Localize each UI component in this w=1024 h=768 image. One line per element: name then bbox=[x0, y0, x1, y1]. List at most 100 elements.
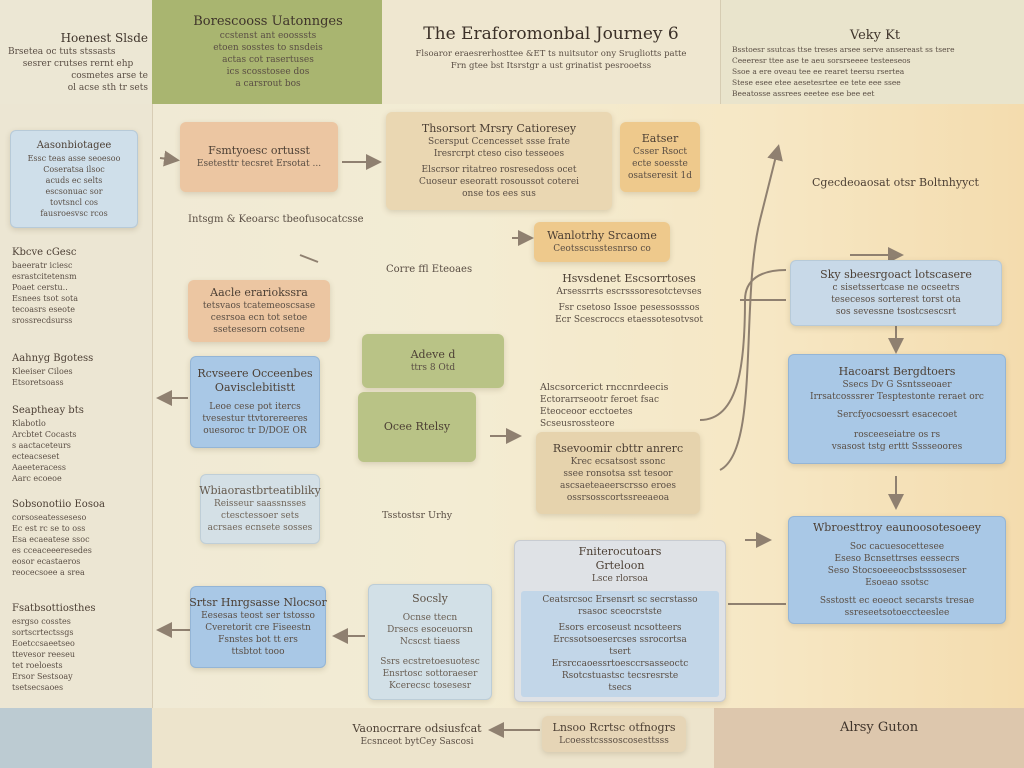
node-line: onse tos ees sus bbox=[462, 189, 536, 199]
node-line: tsert bbox=[609, 647, 631, 657]
label-cerer: Corre ffl Eteoaes bbox=[386, 264, 472, 276]
header-center-panel bbox=[382, 0, 720, 104]
left-block-line: Eoetccsaeetseo bbox=[12, 639, 75, 648]
left-block-line: Arcbtet Cocasts bbox=[12, 430, 77, 439]
node-title: Rcvseere Occeenbes bbox=[197, 367, 313, 380]
node-line: Ssecs Dv G Ssntsseoaer bbox=[842, 380, 952, 390]
left-block: Aahnyg Bgotess Kleeiser Ciloes Etsoretso… bbox=[12, 352, 140, 388]
label-alscor-line: Eteoceoor ecctoetes bbox=[540, 407, 633, 417]
node-line: vsasost tstg erttt Sssseoores bbox=[831, 442, 963, 452]
label-cgocrd-text: Cgecdeoaosat otsr Boltnhyyct bbox=[812, 176, 979, 189]
left-block: Kbcve cGesc baeeratr iciesc esrastcitete… bbox=[12, 246, 140, 326]
header-left-block: Hoenest Slsde Brsetea oc tuts stssasts s… bbox=[8, 30, 148, 94]
node-line: Irrsatcosssrer Tesptestonte reraet orc bbox=[810, 392, 984, 402]
node-title: Fniterocutoars bbox=[578, 545, 662, 558]
node-line: ttsbtot tooo bbox=[231, 647, 285, 657]
node-line: Scersput Ccencesset ssse frate bbox=[428, 137, 570, 147]
left-block-line: esrastcitetensm bbox=[12, 272, 77, 281]
left-block: Fsatbsottiosthes esrgso cosstes sortscrt… bbox=[12, 602, 144, 693]
left-block-line: Poaet cerstu.. bbox=[12, 283, 68, 292]
left-block-line: srossrecdsurss bbox=[12, 316, 73, 325]
header-green-block: Borescooss Uatonnges ccstenst ant eoosss… bbox=[160, 14, 376, 90]
left-card-line: fausroesvsc rcos bbox=[40, 209, 108, 218]
label-hanor-line: Fsr csetoso Issoe pesessosssos bbox=[558, 303, 700, 313]
left-card-line: acuds ec selts bbox=[45, 176, 103, 185]
node-line: Rsotcstuastsc tecsresrste bbox=[561, 671, 679, 681]
node-line: osatseresit 1d bbox=[627, 171, 693, 181]
header-green-line: ccstenst ant eoosssts bbox=[219, 31, 317, 41]
node-line: ouesoroc tr D/DOE OR bbox=[203, 426, 307, 436]
node-gold-small[interactable]: Eatser Csser Rsoct ecte soesste osatsere… bbox=[620, 122, 700, 192]
left-block-line: ttevesor reeseu bbox=[12, 650, 75, 659]
left-card-line: tovtsncl cos bbox=[49, 198, 98, 207]
node-title: Aacle erariokssra bbox=[210, 286, 308, 299]
node-title: Hacoarst Bergdtoers bbox=[838, 365, 956, 378]
node-paleblue-left[interactable]: Wbiaorastbrteatibliky Reisseur saassnsse… bbox=[199, 474, 321, 544]
node-line: Soc cacuesocettesee bbox=[849, 542, 945, 552]
node-line: Kcerecsc tosesesr bbox=[388, 681, 472, 691]
node-inner-panel: Ceatsrcsoc Ersensrt sc secrstasso rsasoc… bbox=[521, 591, 719, 697]
node-orange-mid[interactable]: Aacle erariokssra tetsvaos tcatemeoscsas… bbox=[188, 280, 330, 342]
node-tan-center[interactable]: Thsorsort Mrsry Catioresey Scersput Ccen… bbox=[386, 112, 612, 210]
left-block-line: Esa ecaeatese ssoc bbox=[12, 535, 90, 544]
footer-right: Alrsy Guton bbox=[840, 720, 918, 736]
header-right-block: Veky Kt Bsstoesr ssutcas ttse treses ars… bbox=[732, 28, 1018, 99]
header-right-panel bbox=[720, 0, 1024, 104]
node-gold-wide[interactable]: Wanlotrhy Srcaome Ceotsscusstesnrso co bbox=[534, 222, 670, 262]
header-green-line: actas cot rasertuses bbox=[222, 55, 314, 65]
node-blue-right-top[interactable]: Sky sbeesrgoact lotscasere c sisetssertc… bbox=[790, 260, 1002, 326]
left-card-line: Essc teas asse seoesoo bbox=[27, 154, 121, 163]
node-blue-right-bottom[interactable]: Wbroesttroy eaunoosotesoeey Soc cacuesoc… bbox=[788, 516, 1006, 624]
node-orange-top[interactable]: Fsmtyoesc ortusst Esetesttr tecsret Erso… bbox=[180, 122, 338, 192]
label-hanor-line: Arsessrrts escrsssoresotctevses bbox=[556, 287, 702, 297]
node-line: Eesesas teost ser tstosso bbox=[201, 611, 315, 621]
node-grey-center[interactable]: Fniterocutoars Grteloon Lsce rlorsoa Cea… bbox=[514, 540, 726, 702]
left-block-line: Esnees tsot sota bbox=[12, 294, 79, 303]
node-blue-bottom[interactable]: Srtsr Hnrgsasse Nlocsor Eesesas teost se… bbox=[189, 586, 327, 668]
node-line: ecte soesste bbox=[632, 159, 688, 169]
node-line: c sisetssertcase ne ocseetrs bbox=[832, 283, 960, 293]
footer-center-right-title: Lnsoo Rcrtsc otfnogrs bbox=[552, 721, 676, 734]
footer-center-right[interactable]: Lnsoo Rcrtsc otfnogrs Lcoesstcsssoscoses… bbox=[542, 716, 686, 752]
node-blue-right-mid[interactable]: Hacoarst Bergdtoers Ssecs Dv G Ssntsseoa… bbox=[788, 354, 1006, 464]
node-green-bottom[interactable]: Ocee Rtelsy bbox=[358, 392, 476, 462]
label-alscor-block: Alscsorcerict rnccnrdeecis Ectorarrseoot… bbox=[540, 382, 668, 430]
node-line: tsecs bbox=[608, 683, 632, 693]
header-right-line: Stese esee etee aesetesrtee ee tete eee … bbox=[732, 78, 901, 87]
node-title: Wanlotrhy Srcaome bbox=[547, 229, 657, 242]
node-line: Fsnstes bot tt ers bbox=[218, 635, 298, 645]
left-block-title: Kbcve cGesc bbox=[12, 247, 77, 258]
node-title: Sky sbeesrgoact lotscasere bbox=[820, 268, 972, 281]
node-line: ctesctessoer sets bbox=[221, 511, 299, 521]
node-paleblue-center[interactable]: Socsly Ocnse ttecn Drsecs esoceuorsn Ncs… bbox=[368, 584, 492, 700]
node-line: Eseso Bcnsettrses eessecrs bbox=[834, 554, 960, 564]
header-left-line: Brsetea oc tuts stssasts bbox=[8, 47, 116, 57]
footer-right-panel bbox=[714, 708, 1024, 768]
header-center-line: Flsoaror eraesrerhosttee &ET ts nuitsuto… bbox=[415, 49, 687, 59]
label-integ: Intsgm & Keoarsc tbeofusocatcsse bbox=[188, 214, 364, 226]
footer-center-left-line: Ecsnceot bytCey Sascosi bbox=[360, 737, 474, 747]
label-hanor-block: Hsvsdenet Escsorrtoses Arsessrrts escrss… bbox=[540, 272, 718, 326]
left-block-line: Kleeiser Ciloes bbox=[12, 367, 73, 376]
node-title: Adeve d bbox=[410, 348, 456, 361]
node-blue-left[interactable]: Rcvseere Occeenbes Oavisclebitistt Leoe … bbox=[190, 356, 320, 448]
left-block-line: baeeratr iciesc bbox=[12, 261, 73, 270]
header-green-panel bbox=[152, 0, 382, 104]
footer-right-title: Alrsy Guton bbox=[840, 720, 919, 735]
left-card-line: escsonuac sor bbox=[45, 187, 103, 196]
left-card[interactable]: Aasonbiotagee Essc teas asse seoesoo Cos… bbox=[10, 130, 138, 228]
label-alscor-line: Ectorarrseootr feroet fsac bbox=[540, 395, 660, 405]
node-line: ssee ronsotsa sst tesoor bbox=[563, 469, 673, 479]
node-tan-lower[interactable]: Rsevoomir cbttr anrerc Krec ecsatsost ss… bbox=[536, 432, 700, 514]
node-title: Eatser bbox=[641, 132, 679, 145]
left-block-line: Ersor Sestsoay bbox=[12, 672, 73, 681]
node-green-top[interactable]: Adeve d ttrs 8 Otd bbox=[362, 334, 504, 388]
node-badge: Lsce rlorsoa bbox=[591, 574, 649, 584]
node-line: Ocnse ttecn bbox=[402, 613, 458, 623]
node-line: acrsaes ecnsete sosses bbox=[207, 523, 313, 533]
node-line: Ssrs ecstretoesuotesc bbox=[380, 657, 480, 667]
node-line: Ersrccaoessrtoesccrsasseoctc bbox=[551, 659, 689, 669]
node-line: Cveretorit cre Fiseestn bbox=[205, 623, 311, 633]
node-line: Esetesttr tecsret Ersotat ... bbox=[196, 159, 322, 169]
header-green-line: a carsrout bos bbox=[235, 79, 301, 89]
